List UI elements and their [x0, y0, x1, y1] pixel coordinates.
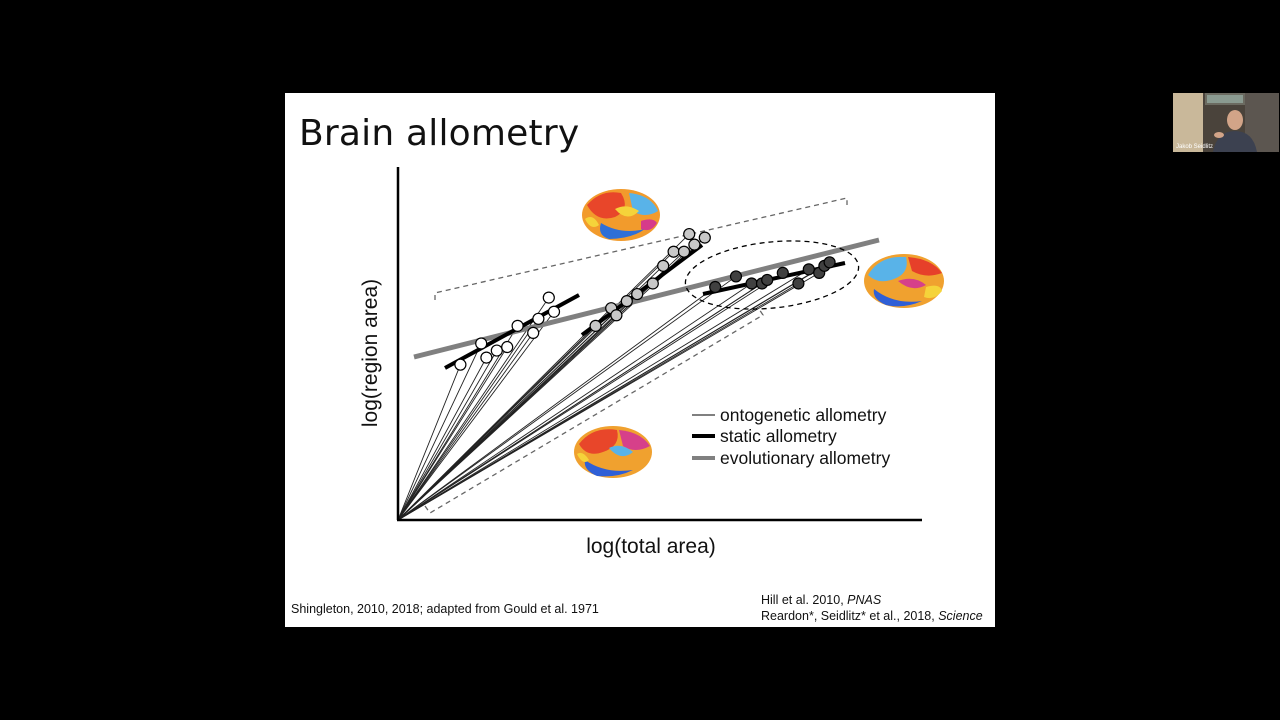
speaker-name: Jakob Seidlitz	[1176, 144, 1214, 150]
dashed-ellipse	[684, 240, 860, 310]
ontogenetic-line	[397, 237, 706, 521]
legend-label-evolutionary: evolutionary allometry	[720, 448, 890, 468]
legend-label-ontogenetic: ontogenetic allometry	[720, 405, 887, 425]
data-point-group-3	[776, 266, 789, 279]
citation-right: Hill et al. 2010, PNAS Reardon*, Seidlit…	[761, 592, 983, 624]
data-point-group-1	[475, 337, 488, 350]
ontogenetic-line	[397, 276, 737, 521]
citation-left: Shingleton, 2010, 2018; adapted from Gou…	[291, 602, 599, 616]
ontogenetic-line	[397, 311, 555, 521]
dashed-bracket-bottom	[424, 308, 764, 514]
data-point-group-3	[745, 277, 758, 290]
data-point-group-1	[511, 319, 524, 332]
speaker-video-frame	[1173, 93, 1279, 152]
brain-surface-map-top	[582, 189, 660, 241]
static-line-group-2	[580, 243, 704, 337]
data-point-group-2	[657, 259, 670, 272]
slide-title: Brain allometry	[299, 113, 580, 154]
data-point-group-2	[677, 245, 691, 258]
ontogenetic-line	[397, 286, 716, 521]
ontogenetic-line	[397, 233, 690, 521]
ontogenetic-line	[397, 350, 498, 521]
data-point-group-2	[683, 227, 696, 241]
data-point-group-1	[542, 291, 555, 304]
data-points	[454, 227, 836, 371]
y-axis-label: log(region area)	[359, 279, 382, 427]
data-point-group-3	[729, 270, 743, 283]
ontogenetic-line	[397, 364, 461, 521]
citation-right-line-2: Reardon*, Seidlitz* et al., 2018, Scienc…	[761, 609, 983, 623]
data-point-group-2	[631, 287, 644, 301]
data-point-group-1	[547, 305, 561, 318]
data-point-group-3	[709, 280, 722, 294]
data-point-group-3	[761, 273, 774, 287]
evolutionary-allometry-line	[413, 237, 880, 360]
data-point-group-2	[688, 238, 701, 251]
ontogenetic-line	[397, 268, 810, 521]
data-point-group-3	[823, 256, 836, 269]
allometry-figure: log(total area) log(region area)	[359, 167, 944, 558]
data-point-group-2	[698, 231, 711, 244]
dashed-bracket-top	[434, 197, 848, 300]
data-point-group-2	[667, 245, 680, 258]
data-point-group-2	[589, 319, 602, 332]
ontogenetic-line	[397, 318, 539, 521]
data-point-group-2	[646, 277, 659, 290]
brain-surface-map-right	[864, 254, 944, 308]
data-point-group-3	[802, 263, 815, 276]
ontogenetic-line	[397, 357, 487, 521]
ontogenetic-line	[397, 343, 482, 521]
legend-label-static: static allometry	[720, 426, 837, 446]
data-point-group-1	[454, 358, 467, 371]
ontogenetic-line	[397, 272, 784, 521]
ontogenetic-line	[397, 332, 534, 521]
data-point-group-1	[501, 340, 514, 354]
presentation-slide: Brain allometry log(total area) log(regi…	[285, 93, 995, 627]
ontogenetic-line	[397, 261, 830, 521]
citation-right-line-1: Hill et al. 2010, PNAS	[761, 593, 882, 607]
legend: ontogenetic allometry static allometry e…	[692, 405, 890, 468]
x-axis-label: log(total area)	[586, 535, 716, 558]
data-point-group-3	[792, 277, 805, 290]
data-point-group-2	[620, 295, 633, 308]
speaker-video-thumbnail[interactable]: Jakob Seidlitz	[1173, 93, 1279, 152]
data-point-group-1	[490, 344, 503, 357]
data-point-group-1	[527, 326, 540, 340]
ontogenetic-line	[397, 283, 752, 521]
ontogenetic-line	[397, 272, 820, 521]
data-point-group-1	[532, 312, 545, 325]
data-point-group-2	[610, 309, 623, 322]
ontogenetic-line	[397, 325, 518, 521]
brain-surface-map-bottom	[574, 426, 652, 478]
ontogenetic-line	[397, 297, 550, 521]
data-point-group-1	[480, 351, 493, 364]
